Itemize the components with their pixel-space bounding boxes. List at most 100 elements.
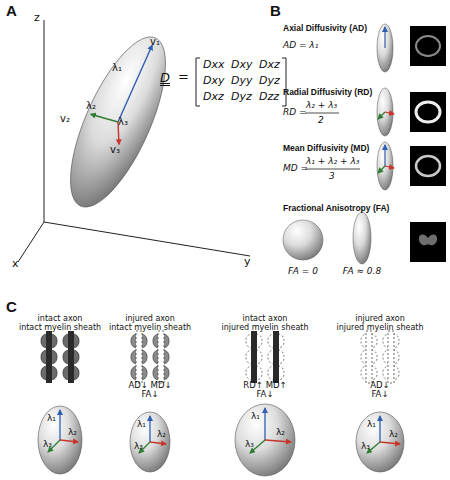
axon — [63, 331, 79, 383]
eigenvalue-label: λ₃ — [361, 441, 370, 451]
fraction-bar — [305, 169, 360, 170]
measure-formula: RD = — [283, 107, 307, 117]
eigenvalue-label: λ₁ — [47, 413, 56, 423]
eigenvalue-label: λ₁ — [112, 62, 122, 74]
eigenvalue-label: λ₂ — [86, 100, 96, 112]
condition-label: intact myelin sheath — [19, 323, 101, 332]
condition-label: intact axon — [243, 314, 288, 323]
eigenvalue-label: λ₃ — [245, 439, 254, 449]
condition-label: injured myelin sheath — [221, 323, 308, 332]
change-label: FA↓ — [256, 390, 273, 400]
equals-sign: = — [178, 70, 189, 85]
change-label: FA↓ — [371, 390, 388, 400]
eigenvalue-label: λ₃ — [43, 439, 52, 449]
eigenvector-arrow — [379, 416, 380, 442]
eigenvector-arrow — [59, 410, 60, 440]
axon — [131, 331, 147, 383]
ellipsoid — [377, 24, 393, 72]
ellipsoid — [51, 25, 184, 219]
change-label: FA↓ — [141, 390, 158, 400]
condition-label: injured axon — [355, 314, 405, 323]
eigenvalue-label: λ₃ — [134, 441, 143, 451]
condition-label: injured myelin sheath — [336, 323, 423, 332]
matrix-bracket — [282, 58, 286, 106]
ellipsoid — [377, 142, 393, 190]
eigenvector-arrow — [60, 440, 78, 442]
eigenvalue-label: λ₁ — [251, 411, 260, 421]
mri-image — [410, 222, 446, 262]
eigenvector-arrow — [385, 166, 394, 168]
eigenvector-label: v₃ — [110, 144, 120, 156]
tensor-ellipsoid — [51, 25, 184, 219]
matrix-entry: Dxx — [203, 59, 225, 72]
panel-letter: B — [270, 2, 281, 19]
formula-denominator: 2 — [318, 115, 324, 125]
axis-label: x — [12, 258, 19, 271]
formula-numerator: λ₂ + λ₃ — [306, 100, 337, 110]
ellipsoid — [130, 412, 170, 472]
tensor-symbol: D — [160, 71, 170, 86]
eigenvector-arrow — [384, 145, 385, 166]
measure-title: Fractional Anisotropy (FA) — [283, 204, 389, 214]
eigenvector-arrow — [384, 27, 385, 48]
eigenvector-arrow — [149, 416, 150, 442]
ellipsoid — [377, 88, 393, 136]
fa-value: FA = 0 — [288, 266, 318, 276]
eigenvalue-label: λ₁ — [367, 419, 376, 429]
measure-title: Axial Diffusivity (AD) — [283, 24, 367, 34]
matrix-entry: Dxy — [231, 59, 253, 72]
panel-letter: C — [6, 298, 17, 315]
axon — [268, 331, 284, 383]
eigenvector-label: v₂ — [60, 113, 70, 125]
mri-image — [410, 26, 446, 66]
mri-ring — [416, 156, 440, 176]
measure-title: Radial Diffusivity (RD) — [283, 88, 372, 98]
ellipsoid — [235, 404, 295, 476]
matrix-entry: Dxz — [203, 91, 224, 104]
formula-numerator: λ₁ + λ₂ + λ₃ — [306, 156, 359, 166]
eigenvector-arrow — [385, 112, 394, 114]
mri-image — [410, 92, 446, 132]
fa-value: FA ≈ 0.8 — [343, 266, 381, 276]
ellipsoid — [356, 412, 404, 472]
eigenvector-label: v₁ — [150, 36, 160, 48]
condition-label: intact axon — [38, 314, 83, 323]
eigenvalue-label: λ₁ — [137, 419, 146, 429]
formula-denominator: 3 — [329, 171, 335, 181]
eigenvector-arrow — [264, 408, 265, 440]
axon — [41, 331, 57, 383]
condition-label: intact myelin sheath — [109, 323, 191, 332]
y-axis — [44, 222, 250, 256]
x-axis — [18, 222, 44, 262]
eigenvector-arrow — [378, 166, 385, 173]
matrix-entry: Dyz — [231, 91, 252, 104]
eigenvalue-label: λ₂ — [157, 429, 166, 439]
eigenvector-arrow — [265, 440, 291, 442]
eigenvalue-label: λ₂ — [276, 427, 285, 437]
axis-label: z — [34, 12, 40, 25]
matrix-entry: Dzz — [259, 91, 279, 104]
eigenvector-arrow — [378, 112, 385, 119]
mri-butterfly — [419, 234, 437, 245]
axon — [246, 331, 262, 383]
mri-ring — [416, 36, 440, 56]
matrix-bracket — [196, 58, 200, 106]
eigenvector-arrow — [91, 111, 118, 126]
axon — [153, 331, 169, 383]
matrix-entry: Dxz — [259, 59, 280, 72]
eigenvalue-label: λ₃ — [118, 116, 128, 128]
measure-title: Mean Diffusivity (MD) — [283, 144, 369, 154]
eigenvector-arrow — [118, 45, 152, 122]
mri-image — [410, 146, 446, 186]
fraction-bar — [305, 113, 339, 114]
eigenvector-arrow — [380, 442, 400, 444]
matrix-entry: Dyy — [231, 75, 253, 88]
axon — [361, 331, 377, 383]
matrix-entry: Dyz — [259, 75, 280, 88]
mri-ring — [416, 102, 440, 122]
eigenvalue-label: λ₂ — [68, 427, 77, 437]
z-axis — [44, 20, 45, 222]
panel-letter: A — [6, 2, 17, 19]
sphere — [283, 220, 323, 260]
condition-label: injured axon — [125, 314, 175, 323]
